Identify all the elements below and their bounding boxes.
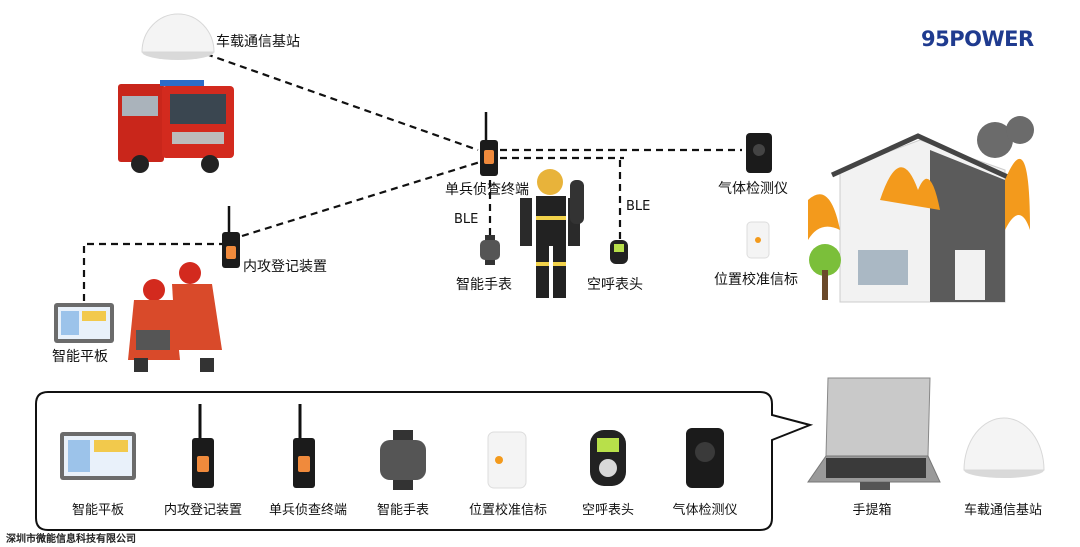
inv-gas-detector-icon [686, 428, 724, 488]
label-tablet: 智能平板 [52, 349, 108, 365]
label-beacon: 位置校准信标 [714, 272, 798, 288]
carrying-case-icon [807, 377, 941, 490]
inv-label-entry-device: 内攻登记装置 [163, 503, 242, 518]
gas-detector-icon [746, 133, 772, 173]
inv-watch-icon [380, 430, 426, 490]
inv-label-terminal: 单兵侦查终端 [268, 503, 347, 518]
company-name: 深圳市微能信息科技有限公司 [6, 534, 136, 545]
standing-firefighter-icon [520, 169, 584, 298]
breathing-gauge-icon [610, 240, 628, 264]
brand-logo: 95POWER [921, 27, 1034, 51]
link-station-terminal [205, 52, 479, 152]
inv-terminal-icon [293, 404, 315, 488]
inv-label-watch: 智能手表 [376, 503, 429, 518]
label-ble-right: BLE [626, 199, 651, 214]
label-ble-left: BLE [454, 212, 479, 227]
link-entry-terminal [241, 160, 481, 238]
beacon-icon [746, 221, 770, 259]
inv-label-beacon: 位置校准信标 [468, 503, 547, 518]
fire-truck-icon [118, 80, 234, 173]
inv-breathing-gauge-icon [590, 430, 626, 486]
inv-entry-device-icon [192, 404, 214, 488]
inv-label-breathing-gauge: 空呼表头 [581, 503, 634, 518]
inv-label-case: 手提箱 [852, 503, 892, 518]
label-entry-device: 内攻登记装置 [243, 259, 327, 275]
link-entry-tablet [82, 242, 226, 305]
inv-label-base-station: 车载通信基站 [963, 503, 1042, 518]
label-watch: 智能手表 [456, 277, 512, 293]
terminal-radio-icon [480, 112, 498, 176]
label-base-station: 车载通信基站 [216, 34, 300, 50]
inv-tablet-icon [60, 432, 136, 480]
label-gas-detector: 气体检测仪 [718, 181, 788, 197]
inv-beacon-icon [487, 431, 527, 489]
inv-label-tablet: 智能平板 [71, 503, 124, 518]
inv-label-gas-detector: 气体检测仪 [672, 503, 738, 518]
connection-lines [82, 52, 742, 305]
burning-house-icon [808, 116, 1034, 303]
base-station-dome-icon [141, 13, 215, 60]
firefighters-icon [128, 262, 222, 372]
label-breathing-gauge: 空呼表头 [587, 277, 643, 293]
tablet-icon [54, 303, 114, 343]
watch-icon [480, 235, 500, 265]
entry-device-icon [222, 206, 240, 268]
label-terminal: 单兵侦查终端 [445, 182, 529, 198]
inv-base-station-icon [963, 417, 1045, 478]
